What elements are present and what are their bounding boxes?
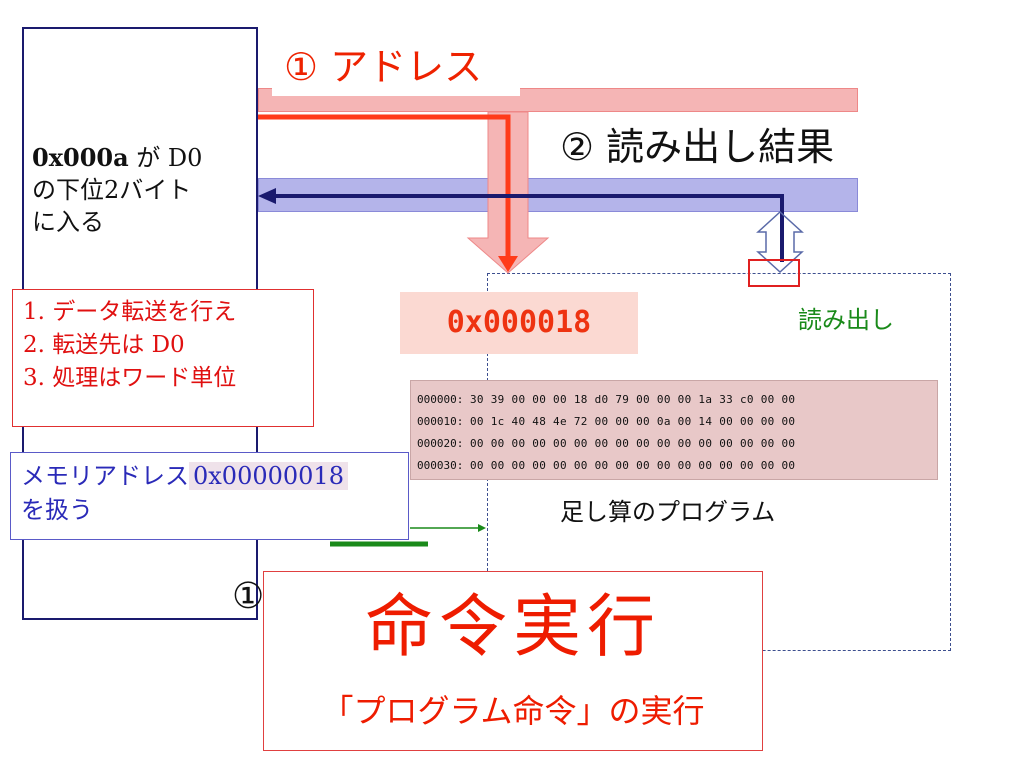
step1-address-label: ① アドレス	[272, 38, 520, 96]
decode-item-3: 3. 処理はワード単位	[23, 365, 237, 391]
cpu-text-line2: の下位2バイト	[32, 176, 192, 204]
decode-instructions-box: 1. データ転送を行え 2. 転送先は D0 3. 処理はワード単位	[12, 289, 314, 427]
data-path-line	[272, 194, 784, 262]
hexdump-bytes: 00 1c 40 48 4e 72 00 00 00 0a 00 14 00 0…	[469, 415, 796, 428]
hexdump-bytes: 00 00 00 00 00 00 00 00 00 00 00 00 00 0…	[469, 437, 796, 450]
cpu-result-text: 0x000a が D0 の下位2バイト に入る	[32, 142, 254, 238]
execute-box: 命令実行 「プログラム命令」の実行	[263, 571, 763, 751]
read-label: 読み出し	[798, 306, 894, 334]
hexdump-bytes: 30 39 00 00 00 18 d0 79 00 00 00 1a 33 c…	[469, 393, 796, 406]
register-text: が D0	[128, 144, 203, 172]
hexdump-bytes: 00 00 00 00 00 00 00 00 00 00 00 00 00 0…	[469, 459, 796, 472]
hexdump-addr: 000030:	[417, 459, 464, 472]
step1-partial-label: ①	[232, 576, 265, 617]
address-path-line	[258, 114, 511, 258]
hexdump-addr: 000010:	[417, 415, 464, 428]
cpu-text-line3: に入る	[32, 208, 104, 236]
read-highlight-box	[748, 259, 800, 287]
execute-title: 命令実行	[364, 588, 661, 667]
hexdump-row: 000000: 30 39 00 00 00 18 d0 79 00 00 00…	[417, 389, 937, 411]
memaddr-suffix: を扱う	[21, 496, 93, 524]
step2-read-result-label: ② 読み出し結果	[548, 117, 904, 177]
hexdump-row: 000030: 00 00 00 00 00 00 00 00 00 00 00…	[417, 455, 937, 477]
address-arrowhead	[498, 256, 518, 272]
green-arrowhead	[478, 524, 486, 532]
data-arrowhead	[258, 188, 276, 204]
hexdump-table: 000000: 30 39 00 00 00 18 d0 79 00 00 00…	[410, 380, 938, 480]
memaddr-value: 0x00000018	[189, 462, 348, 490]
decode-item-1: 1. データ転送を行え	[23, 299, 237, 325]
register-value: 0x000a	[32, 143, 129, 172]
execute-subtitle: 「プログラム命令」の実行	[321, 692, 705, 730]
hexdump-addr: 000000:	[417, 393, 464, 406]
hexdump-addr: 000020:	[417, 437, 464, 450]
hexdump-row: 000010: 00 1c 40 48 4e 72 00 00 00 0a 00…	[417, 411, 937, 433]
address-value: 0x000018	[400, 292, 638, 354]
hexdump-caption: 足し算のプログラム	[560, 498, 776, 526]
memaddr-prefix: メモリアドレス	[21, 462, 189, 490]
decode-item-2: 2. 転送先は D0	[23, 332, 185, 358]
read-double-arrow	[756, 210, 804, 274]
hexdump-row: 000020: 00 00 00 00 00 00 00 00 00 00 00…	[417, 433, 937, 455]
